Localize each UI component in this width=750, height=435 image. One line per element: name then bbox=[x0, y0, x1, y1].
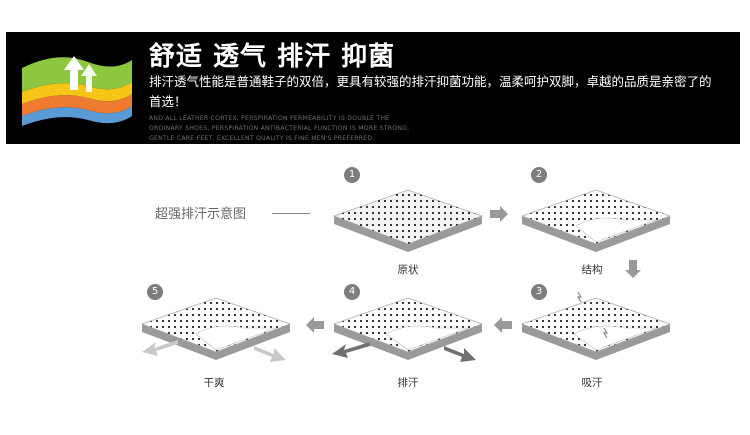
step-number-3: 3 bbox=[531, 284, 547, 300]
english-line: ORDINARY SHOES, PERSPIRATION ANTIBACTERI… bbox=[149, 125, 410, 132]
english-line: GENTLE CARE FEET, EXCELLENT QUALITY IS F… bbox=[149, 135, 375, 142]
feature-description: 排汗透气性能是普通鞋子的双倍，更具有较强的排汗抑菌功能，温柔呵护双脚，卓越的品质… bbox=[149, 74, 712, 109]
step-caption-4: 排汗 bbox=[397, 377, 419, 389]
drain-arrow-icon bbox=[254, 346, 286, 362]
step-number-1: 1 bbox=[344, 167, 360, 183]
layered-fabric-icon bbox=[22, 56, 132, 126]
insole-pad-illustration bbox=[520, 291, 672, 360]
drain-arrow-icon bbox=[142, 340, 178, 356]
drain-arrow-icon bbox=[332, 342, 370, 358]
english-description: AND ALL LEATHER CORTEX, PERSPIRATION PER… bbox=[149, 114, 449, 144]
arrow-left-icon bbox=[494, 317, 512, 333]
english-line: AND ALL LEATHER CORTEX, PERSPIRATION PER… bbox=[149, 115, 390, 122]
insole-pad-illustration bbox=[332, 297, 484, 360]
arrow-left-icon bbox=[306, 317, 324, 333]
insole-pad-illustration bbox=[140, 297, 292, 360]
step-number-2: 2 bbox=[531, 167, 547, 183]
insole-pad-illustration bbox=[332, 189, 484, 252]
insole-pad-illustration bbox=[520, 189, 672, 252]
label-divider bbox=[272, 213, 310, 214]
arrow-down-icon bbox=[625, 260, 641, 278]
step-1-pad bbox=[328, 180, 488, 259]
step-caption-3: 吸汗 bbox=[581, 377, 603, 389]
step-caption-1: 原状 bbox=[397, 264, 419, 276]
step-4-pad bbox=[328, 288, 488, 367]
step-number-5: 5 bbox=[147, 284, 163, 300]
step-caption-5: 干爽 bbox=[203, 377, 225, 389]
diagram-label: 超强排汗示意图 bbox=[155, 207, 247, 222]
arrow-right-icon bbox=[490, 206, 508, 222]
step-number-4: 4 bbox=[344, 284, 360, 300]
step-3-pad bbox=[516, 288, 676, 367]
step-caption-2: 结构 bbox=[581, 264, 603, 276]
drain-arrow-icon bbox=[444, 346, 476, 362]
step-2-pad bbox=[516, 180, 676, 259]
header-banner: 舒适 透气 排汗 抑菌 排汗透气性能是普通鞋子的双倍，更具有较强的排汗抑菌功能，… bbox=[6, 32, 740, 144]
step-5-pad bbox=[136, 288, 296, 367]
page-title: 舒适 透气 排汗 抑菌 bbox=[149, 42, 396, 72]
